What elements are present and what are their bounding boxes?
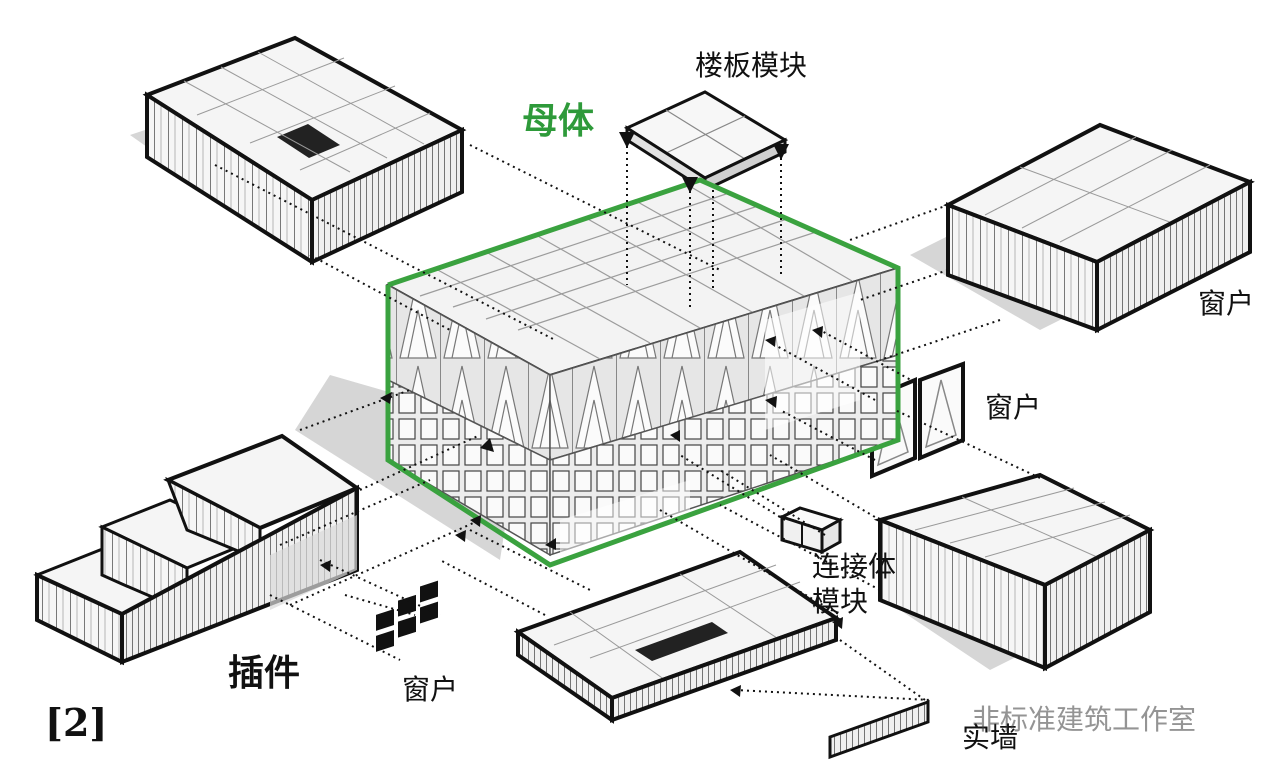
mother-body-label: 母体 — [522, 100, 595, 142]
plugin-label: 插件 — [228, 652, 301, 694]
dotted-leader-lines — [214, 132, 1041, 701]
top-left-courtyard-block — [142, 35, 467, 266]
window-label-right-mid: 窗户 — [985, 391, 1042, 424]
connector-cubes — [778, 506, 844, 555]
right-top-block — [943, 122, 1255, 334]
window-label-bottom: 窗户 — [402, 673, 459, 706]
window-label-right-top: 窗户 — [1198, 287, 1255, 320]
bottom-courtyard-block — [513, 549, 841, 724]
floor-module-label: 楼板模块 — [695, 49, 808, 82]
solid-wall-label: 实墙 — [962, 721, 1019, 754]
left-stepped-plugin-block — [33, 433, 362, 666]
connector-label-line1: 连接体 — [812, 550, 897, 583]
small-window-modules — [376, 580, 438, 652]
connector-label-line2: 模块 — [812, 585, 869, 618]
watermark-text: 非标准建筑工作室 — [972, 703, 1197, 736]
figure-number: [2] — [45, 700, 108, 745]
right-bottom-block — [873, 472, 1155, 672]
central-mother-body — [385, 177, 901, 568]
solid-wall-strip — [828, 699, 930, 760]
floor-module — [623, 90, 789, 193]
connection-arrowheads — [320, 326, 843, 697]
